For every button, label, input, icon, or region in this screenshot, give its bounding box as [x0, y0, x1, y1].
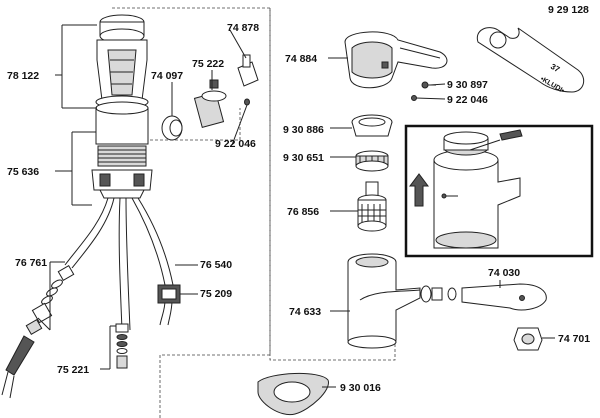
faucet-body-74633 — [347, 253, 421, 349]
label-75222: 75 222 — [192, 58, 224, 70]
ring-930651 — [355, 150, 389, 172]
label-76540: 76 540 — [200, 259, 232, 271]
cartridge-assembly — [91, 14, 153, 199]
cartridge-76856 — [357, 181, 387, 232]
label-74633: 74 633 — [289, 306, 321, 318]
lever-74878 — [237, 54, 259, 106]
leader-lines — [37, 24, 555, 388]
hose-76761-parts — [1, 264, 75, 399]
supply-hoses — [64, 197, 174, 331]
label-75221: 75 221 — [57, 364, 89, 376]
part-labels: 78 122 75 636 76 761 75 221 74 097 75 22… — [7, 4, 590, 394]
label-929128: 9 29 128 — [548, 4, 589, 16]
ring-930886 — [351, 114, 393, 137]
wrench-929128: 37 •KLUDI• — [476, 27, 585, 95]
valve-75222 — [193, 79, 227, 128]
nut-75209 — [157, 284, 181, 304]
label-78122: 78 122 — [7, 70, 39, 82]
label-74878: 74 878 — [227, 22, 259, 34]
spout-74030-parts — [420, 283, 547, 311]
label-74884: 74 884 — [285, 53, 317, 65]
label-74097: 74 097 — [151, 70, 183, 82]
label-930897: 9 30 897 — [447, 79, 488, 91]
label-76856: 76 856 — [287, 206, 319, 218]
label-930016: 9 30 016 — [340, 382, 381, 394]
label-922046-a: 9 22 046 — [215, 138, 256, 150]
ring-74097 — [161, 115, 183, 141]
label-930651: 9 30 651 — [283, 152, 324, 164]
label-76761: 76 761 — [15, 257, 47, 269]
label-74701: 74 701 — [558, 333, 590, 345]
label-930886: 9 30 886 — [283, 124, 324, 136]
label-75209: 75 209 — [200, 288, 232, 300]
handle-74884 — [344, 31, 448, 89]
label-75636: 75 636 — [7, 166, 39, 178]
label-922046-b: 9 22 046 — [447, 94, 488, 106]
nut-74701 — [513, 327, 543, 351]
detail-inset — [404, 124, 594, 258]
base-plate-930016 — [257, 372, 329, 416]
fittings-75221 — [115, 323, 129, 369]
label-74030: 74 030 — [488, 267, 520, 279]
